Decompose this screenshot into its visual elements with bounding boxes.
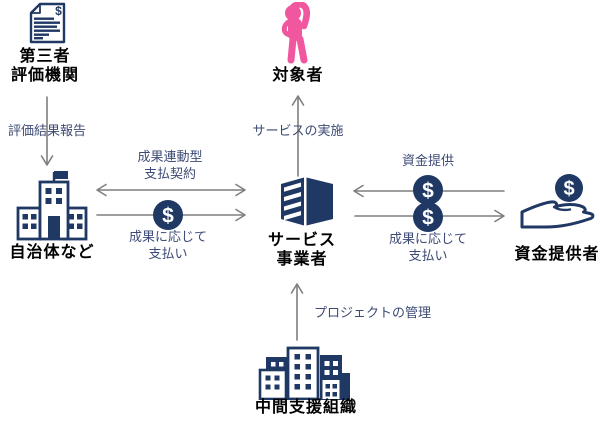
svg-text:$: $ <box>422 180 434 203</box>
svg-text:$: $ <box>563 178 574 200</box>
city-buildings-icon <box>258 342 350 401</box>
dollar-coin-icon: $ <box>413 202 443 232</box>
node-label-service-provider: サービス 事業者 <box>267 232 336 268</box>
dollar-coin-icon: $ <box>413 175 443 205</box>
edge-label-payment-left: 成果に応じて 支払い <box>128 229 207 261</box>
person-stretching-icon <box>271 1 327 64</box>
edge-label-performance-contract: 成果連動型 支払契約 <box>137 149 203 181</box>
svg-text:$: $ <box>162 205 174 228</box>
document-dollar-icon: $ <box>27 1 74 45</box>
arrow-evaluation-report <box>40 96 54 166</box>
edge-label-project-management: プロジェクトの管理 <box>314 305 432 320</box>
edge-label-funding: 資金提供 <box>401 153 454 168</box>
node-label-evaluator: 第三者 評価機関 <box>10 48 79 84</box>
arrow-service-delivery <box>291 95 305 177</box>
government-building-icon <box>14 168 90 242</box>
node-label-intermediary: 中間支援組織 <box>254 399 357 416</box>
arrow-project-management <box>290 283 304 341</box>
svg-text:$: $ <box>55 4 62 18</box>
node-label-funder: 資金提供者 <box>514 246 600 263</box>
edge-label-payment-right: 成果に応じて 支払い <box>388 231 467 263</box>
dollar-coin-icon: $ <box>153 200 183 230</box>
node-label-beneficiary: 対象者 <box>272 67 324 84</box>
edge-label-evaluation-report: 評価結果報告 <box>7 123 86 138</box>
office-building-icon <box>277 174 337 229</box>
node-label-government: 自治体など <box>9 244 95 261</box>
arrow-performance-contract <box>96 183 246 197</box>
edge-label-service-delivery: サービスの実施 <box>252 123 344 138</box>
hand-coin-icon: $ <box>517 171 599 243</box>
svg-text:$: $ <box>422 207 434 230</box>
